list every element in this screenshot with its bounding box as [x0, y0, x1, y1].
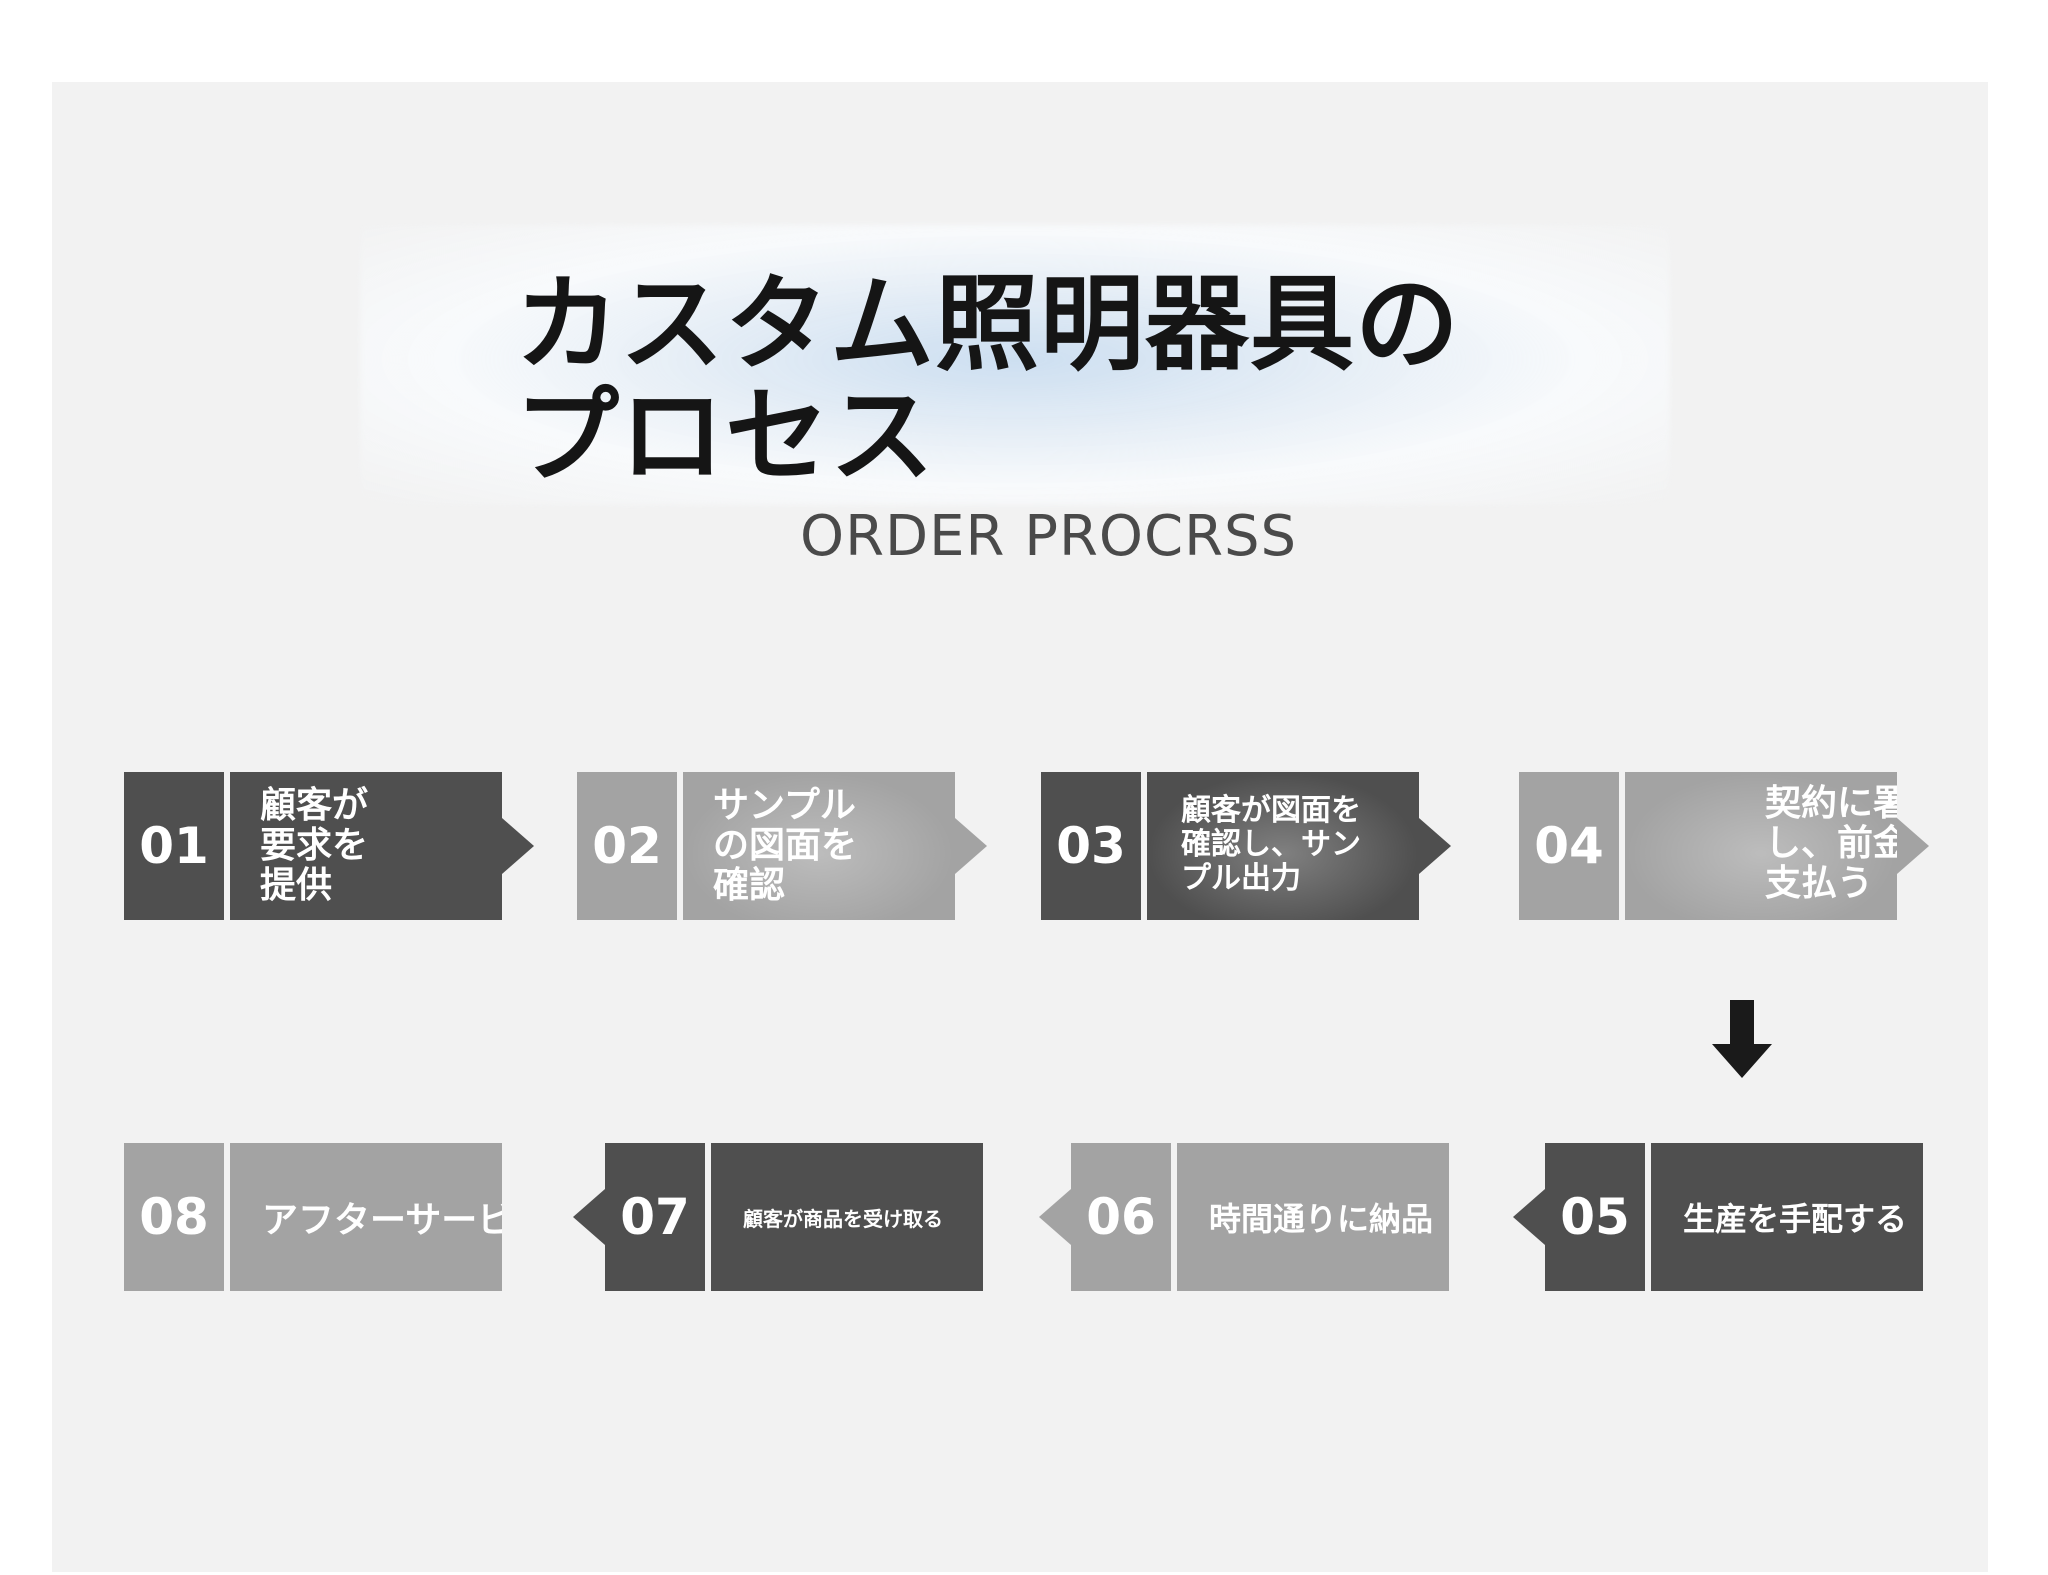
step-label-line: 確認	[713, 865, 786, 906]
step-number: 06	[1071, 1143, 1171, 1291]
step-number: 01	[124, 772, 224, 920]
arrow-right-icon	[1897, 818, 1929, 874]
step-number: 03	[1041, 772, 1141, 920]
step-number: 08	[124, 1143, 224, 1291]
step-number: 05	[1545, 1143, 1645, 1291]
page-subtitle: ORDER PROCRSS	[800, 504, 1298, 569]
step-label-line: プル出力	[1181, 861, 1301, 896]
arrow-left-icon	[1513, 1189, 1545, 1245]
step-label-line: 確認し、サン	[1181, 827, 1361, 862]
step-number: 04	[1519, 772, 1619, 920]
step-label: 顧客が商品を受け取る	[711, 1143, 983, 1291]
step-label-line: サンプル	[713, 785, 856, 826]
arrow-right-icon	[502, 818, 534, 874]
title-line-2: プロセス	[515, 375, 936, 497]
step-label: 時間通りに納品	[1177, 1143, 1449, 1291]
step-number: 02	[577, 772, 677, 920]
step-label: 生産を手配する	[1651, 1143, 1923, 1291]
title-line-1: カスタム照明器具の	[515, 263, 1461, 385]
step-label: サンプル の図面を 確認	[683, 772, 955, 920]
step-label-line: の図面を	[713, 825, 858, 866]
arrow-left-icon	[1039, 1189, 1071, 1245]
arrow-left-icon	[573, 1189, 605, 1245]
step-label: 契約に署名 し、前金を 支払う	[1625, 772, 1897, 920]
step-label-line: し、前金を	[1765, 823, 1897, 864]
step-label: アフターサービス	[230, 1143, 502, 1291]
arrow-right-icon	[1419, 818, 1451, 874]
step-label: 顧客が 要求を 提供	[230, 772, 502, 920]
step-label-line: 契約に署名	[1765, 783, 1897, 824]
step-label-line: 支払う	[1765, 863, 1874, 904]
title-highlight	[360, 225, 1670, 505]
step-label-line: 提供	[260, 865, 333, 906]
page-title: カスタム照明器具の プロセス	[515, 268, 1460, 492]
step-number: 07	[605, 1143, 705, 1291]
step-label: 顧客が図面を 確認し、サン プル出力	[1147, 772, 1419, 920]
arrow-down-icon	[1712, 1000, 1772, 1078]
step-label-line: 要求を	[260, 825, 369, 866]
step-label-line: 顧客が図面を	[1181, 793, 1361, 828]
step-label-line: 顧客が	[260, 785, 369, 826]
arrow-right-icon	[955, 818, 987, 874]
